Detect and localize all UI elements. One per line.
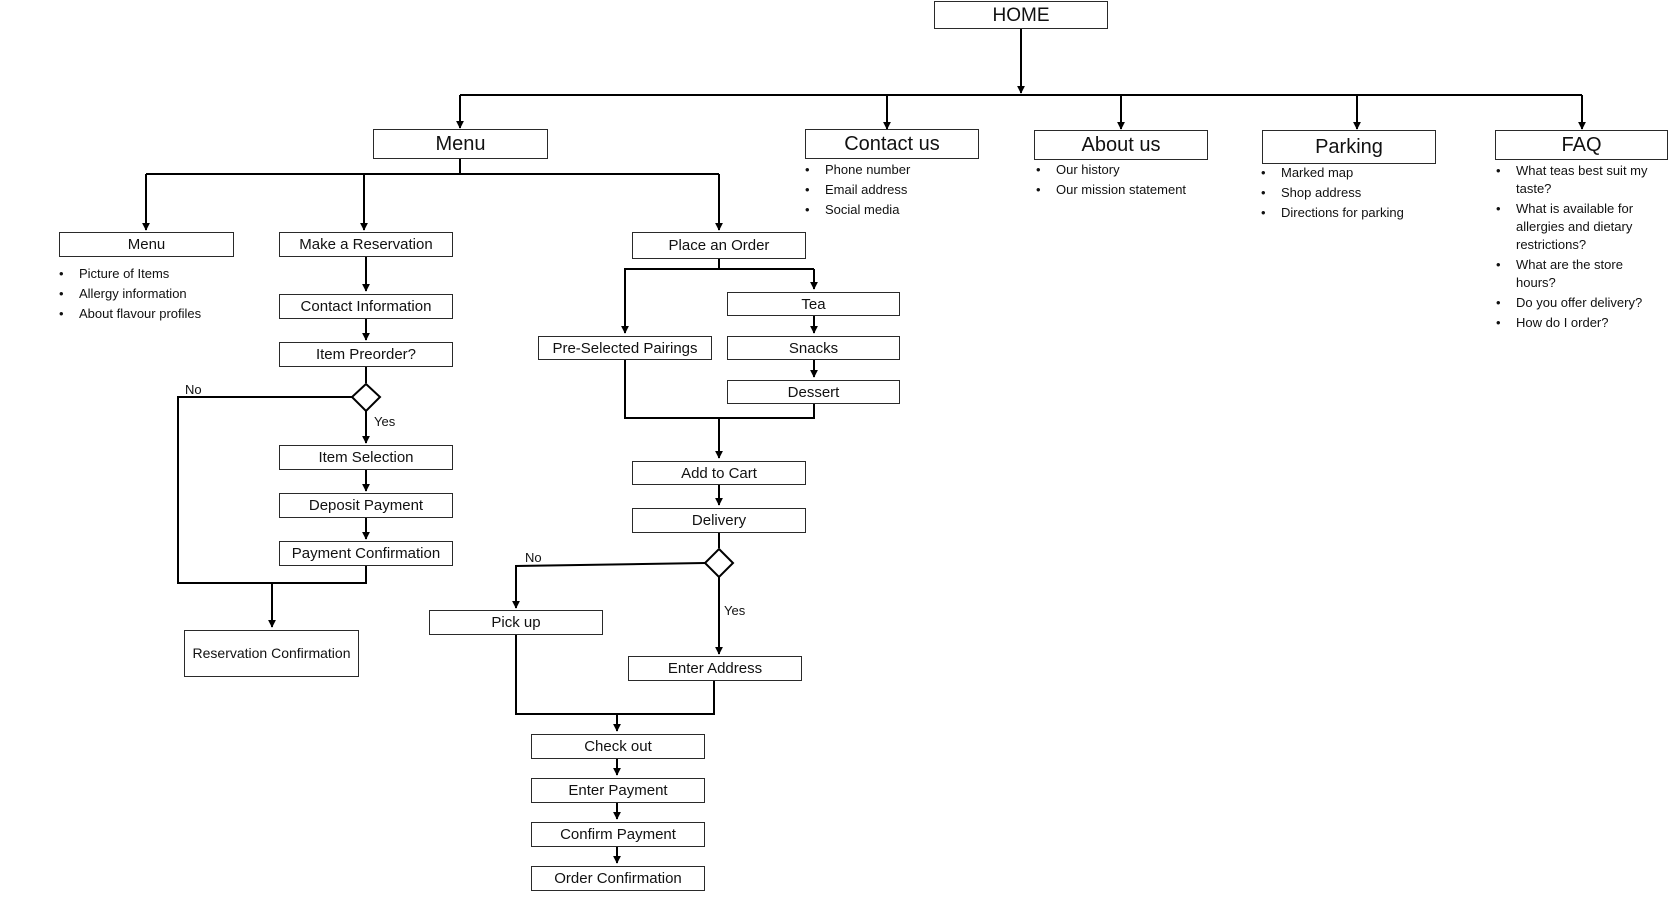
list-item: Allergy information <box>59 284 201 304</box>
list-item: Directions for parking <box>1261 203 1404 223</box>
menu-box: Menu <box>373 129 548 159</box>
deposit-payment-box: Deposit Payment <box>279 493 453 518</box>
delivery-no-label: No <box>525 550 542 565</box>
menu-list: Picture of Items Allergy information Abo… <box>59 264 201 324</box>
reservation-confirmation-box: Reservation Confirmation <box>184 630 359 677</box>
list-item: Email address <box>805 180 910 200</box>
dessert-box: Dessert <box>727 380 900 404</box>
list-item: Marked map <box>1261 163 1404 183</box>
reservation-no-label: No <box>185 382 202 397</box>
enter-address-box: Enter Address <box>628 656 802 681</box>
list-item: Do you offer delivery? <box>1496 294 1656 312</box>
list-item: Our history <box>1036 160 1186 180</box>
list-item: What teas best suit my taste? <box>1496 162 1656 198</box>
item-preorder-box: Item Preorder? <box>279 342 453 367</box>
list-item: What are the store hours? <box>1496 256 1656 292</box>
about-us-list: Our history Our mission statement <box>1036 160 1186 200</box>
make-reservation-box: Make a Reservation <box>279 232 453 257</box>
check-out-box: Check out <box>531 734 705 759</box>
enter-payment-box: Enter Payment <box>531 778 705 803</box>
list-item: Social media <box>805 200 910 220</box>
list-item: Our mission statement <box>1036 180 1186 200</box>
list-item: How do I order? <box>1496 314 1656 332</box>
parking-list: Marked map Shop address Directions for p… <box>1261 163 1404 223</box>
contact-information-box: Contact Information <box>279 294 453 319</box>
item-selection-box: Item Selection <box>279 445 453 470</box>
list-item: About flavour profiles <box>59 304 201 324</box>
home-box: HOME <box>934 1 1108 29</box>
payment-confirmation-box: Payment Confirmation <box>279 541 453 566</box>
tea-box: Tea <box>727 292 900 316</box>
order-confirmation-box: Order Confirmation <box>531 866 705 891</box>
snacks-box: Snacks <box>727 336 900 360</box>
contact-us-box: Contact us <box>805 129 979 159</box>
about-us-box: About us <box>1034 130 1208 160</box>
list-item: What is available for allergies and diet… <box>1496 200 1656 254</box>
faq-list: What teas best suit my taste? What is av… <box>1496 162 1656 334</box>
menu-sub-box: Menu <box>59 232 234 257</box>
pick-up-box: Pick up <box>429 610 603 635</box>
reservation-yes-label: Yes <box>374 414 396 429</box>
add-to-cart-box: Add to Cart <box>632 461 806 485</box>
parking-box: Parking <box>1262 130 1436 164</box>
confirm-payment-box: Confirm Payment <box>531 822 705 847</box>
preselected-pairings-box: Pre-Selected Pairings <box>538 336 712 360</box>
place-order-box: Place an Order <box>632 232 806 259</box>
list-item: Picture of Items <box>59 264 201 284</box>
faq-box: FAQ <box>1495 130 1668 160</box>
delivery-box: Delivery <box>632 508 806 533</box>
list-item: Phone number <box>805 160 910 180</box>
delivery-yes-label: Yes <box>724 603 746 618</box>
list-item: Shop address <box>1261 183 1404 203</box>
contact-us-list: Phone number Email address Social media <box>805 160 910 220</box>
